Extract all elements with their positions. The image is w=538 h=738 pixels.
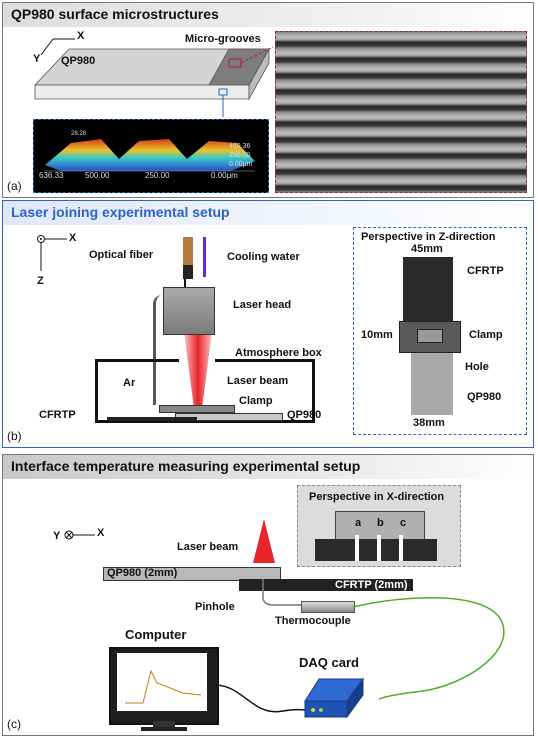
z-dim-top: 45mm bbox=[411, 243, 443, 255]
z-hole-label: Hole bbox=[465, 361, 489, 373]
groove-micrograph bbox=[275, 31, 527, 193]
daq-label: DAQ card bbox=[299, 655, 359, 670]
laser-beam-label: Laser beam bbox=[227, 375, 289, 387]
panel-b: Laser joining experimental setup X Z Opt… bbox=[2, 200, 534, 448]
panel-b-axes bbox=[37, 235, 67, 271]
z-dim-side: 10mm bbox=[361, 329, 393, 341]
laser-head bbox=[163, 287, 215, 335]
panel-c-axes bbox=[64, 530, 95, 540]
profile-3d-plot bbox=[45, 139, 255, 172]
optical-fiber-label: Optical fiber bbox=[89, 249, 154, 261]
cfrtp-plate bbox=[107, 417, 197, 421]
grooves-connector bbox=[240, 46, 274, 64]
clamp bbox=[159, 405, 235, 413]
signal-wire-green bbox=[352, 596, 505, 700]
profile-axis-b2: 500.00 bbox=[85, 171, 110, 180]
z-hole bbox=[417, 329, 443, 343]
z-clamp-label: Clamp bbox=[469, 329, 503, 341]
cooling-water-label: Cooling water bbox=[227, 251, 300, 263]
z-clamp bbox=[399, 321, 461, 353]
z-perspective-inset bbox=[353, 227, 527, 435]
x-label-b: b bbox=[377, 517, 384, 529]
laser-beam-c bbox=[253, 519, 275, 563]
qp980-sheet bbox=[34, 47, 270, 117]
clamp-label: Clamp bbox=[239, 395, 273, 407]
qp980-plate-c bbox=[103, 567, 281, 581]
x-slot-2 bbox=[377, 535, 381, 561]
profile-axis-b3: 250.00 bbox=[145, 171, 170, 180]
panel-b-caption: (b) bbox=[7, 429, 22, 443]
panel-c: Interface temperature measuring experime… bbox=[2, 454, 534, 736]
profile-axis-b1: 636.33 bbox=[39, 171, 64, 180]
panel-a-title: QP980 surface microstructures bbox=[3, 3, 533, 27]
monitor-stand bbox=[153, 721, 175, 729]
z-inset-title: Perspective in Z-direction bbox=[361, 231, 496, 243]
panel-c-axis-y: Y bbox=[53, 530, 61, 542]
monitor-screen bbox=[117, 653, 207, 711]
profile-peak-value: 28.28 bbox=[71, 131, 87, 137]
z-cfrtp-label: CFRTP bbox=[467, 265, 504, 277]
profile-right-unit: 0.00μm bbox=[229, 161, 253, 168]
x-label-c: c bbox=[400, 517, 407, 529]
panel-b-axis-z: Z bbox=[37, 275, 44, 287]
profile-axis-b4: 0.00μm bbox=[211, 171, 238, 180]
x-slot-3 bbox=[399, 535, 403, 561]
thermocouple-label: Thermocouple bbox=[275, 615, 351, 627]
z-cfrtp-block bbox=[403, 257, 453, 329]
panel-a-axes bbox=[40, 38, 75, 56]
profile-right-mid: 250.00 bbox=[229, 152, 251, 159]
x-label-a: a bbox=[355, 517, 362, 529]
atmosphere-box-label: Atmosphere box bbox=[235, 347, 322, 359]
cfrtp-c-label: CFRTP (2mm) bbox=[335, 579, 408, 591]
panel-c-title: Interface temperature measuring experime… bbox=[3, 455, 533, 479]
ar-tube bbox=[153, 295, 162, 405]
panel-b-title: Laser joining experimental setup bbox=[3, 201, 533, 225]
computer-label: Computer bbox=[125, 627, 187, 642]
qp980-label: QP980 bbox=[287, 409, 322, 421]
laser-beam-c-label: Laser beam bbox=[177, 541, 239, 553]
laser-head-label: Laser head bbox=[233, 299, 292, 311]
x-slot-1 bbox=[355, 535, 359, 561]
profile-right-top: 469.36 bbox=[229, 143, 251, 150]
panel-b-axis-x: X bbox=[69, 232, 77, 244]
sheet-label: QP980 bbox=[61, 55, 96, 67]
x-bottom-block bbox=[315, 539, 437, 561]
daq-card bbox=[304, 677, 364, 719]
qp980-c-label: QP980 (2mm) bbox=[107, 567, 178, 579]
panel-a: QP980 surface microstructures X Y QP980 … bbox=[2, 2, 534, 198]
panel-a-axis-x: X bbox=[77, 30, 85, 42]
thermocouple-wire bbox=[262, 579, 301, 606]
fiber-and-water bbox=[183, 237, 206, 287]
z-qp980-label: QP980 bbox=[467, 391, 502, 403]
panel-c-axis-x: X bbox=[97, 527, 105, 539]
panel-a-axis-y: Y bbox=[33, 53, 41, 65]
pinhole-label: Pinhole bbox=[195, 601, 235, 613]
panel-c-caption: (c) bbox=[7, 717, 21, 731]
ar-label: Ar bbox=[123, 377, 136, 389]
x-inset-title: Perspective in X-direction bbox=[309, 491, 445, 503]
monitor-base bbox=[141, 727, 187, 731]
z-dim-bottom: 38mm bbox=[413, 417, 445, 429]
cfrtp-plate-c bbox=[239, 579, 413, 591]
micro-grooves-label: Micro-grooves bbox=[185, 33, 261, 45]
panel-a-caption: (a) bbox=[7, 179, 22, 193]
cfrtp-label: CFRTP bbox=[39, 409, 76, 421]
screen-plot-line bbox=[125, 669, 202, 704]
